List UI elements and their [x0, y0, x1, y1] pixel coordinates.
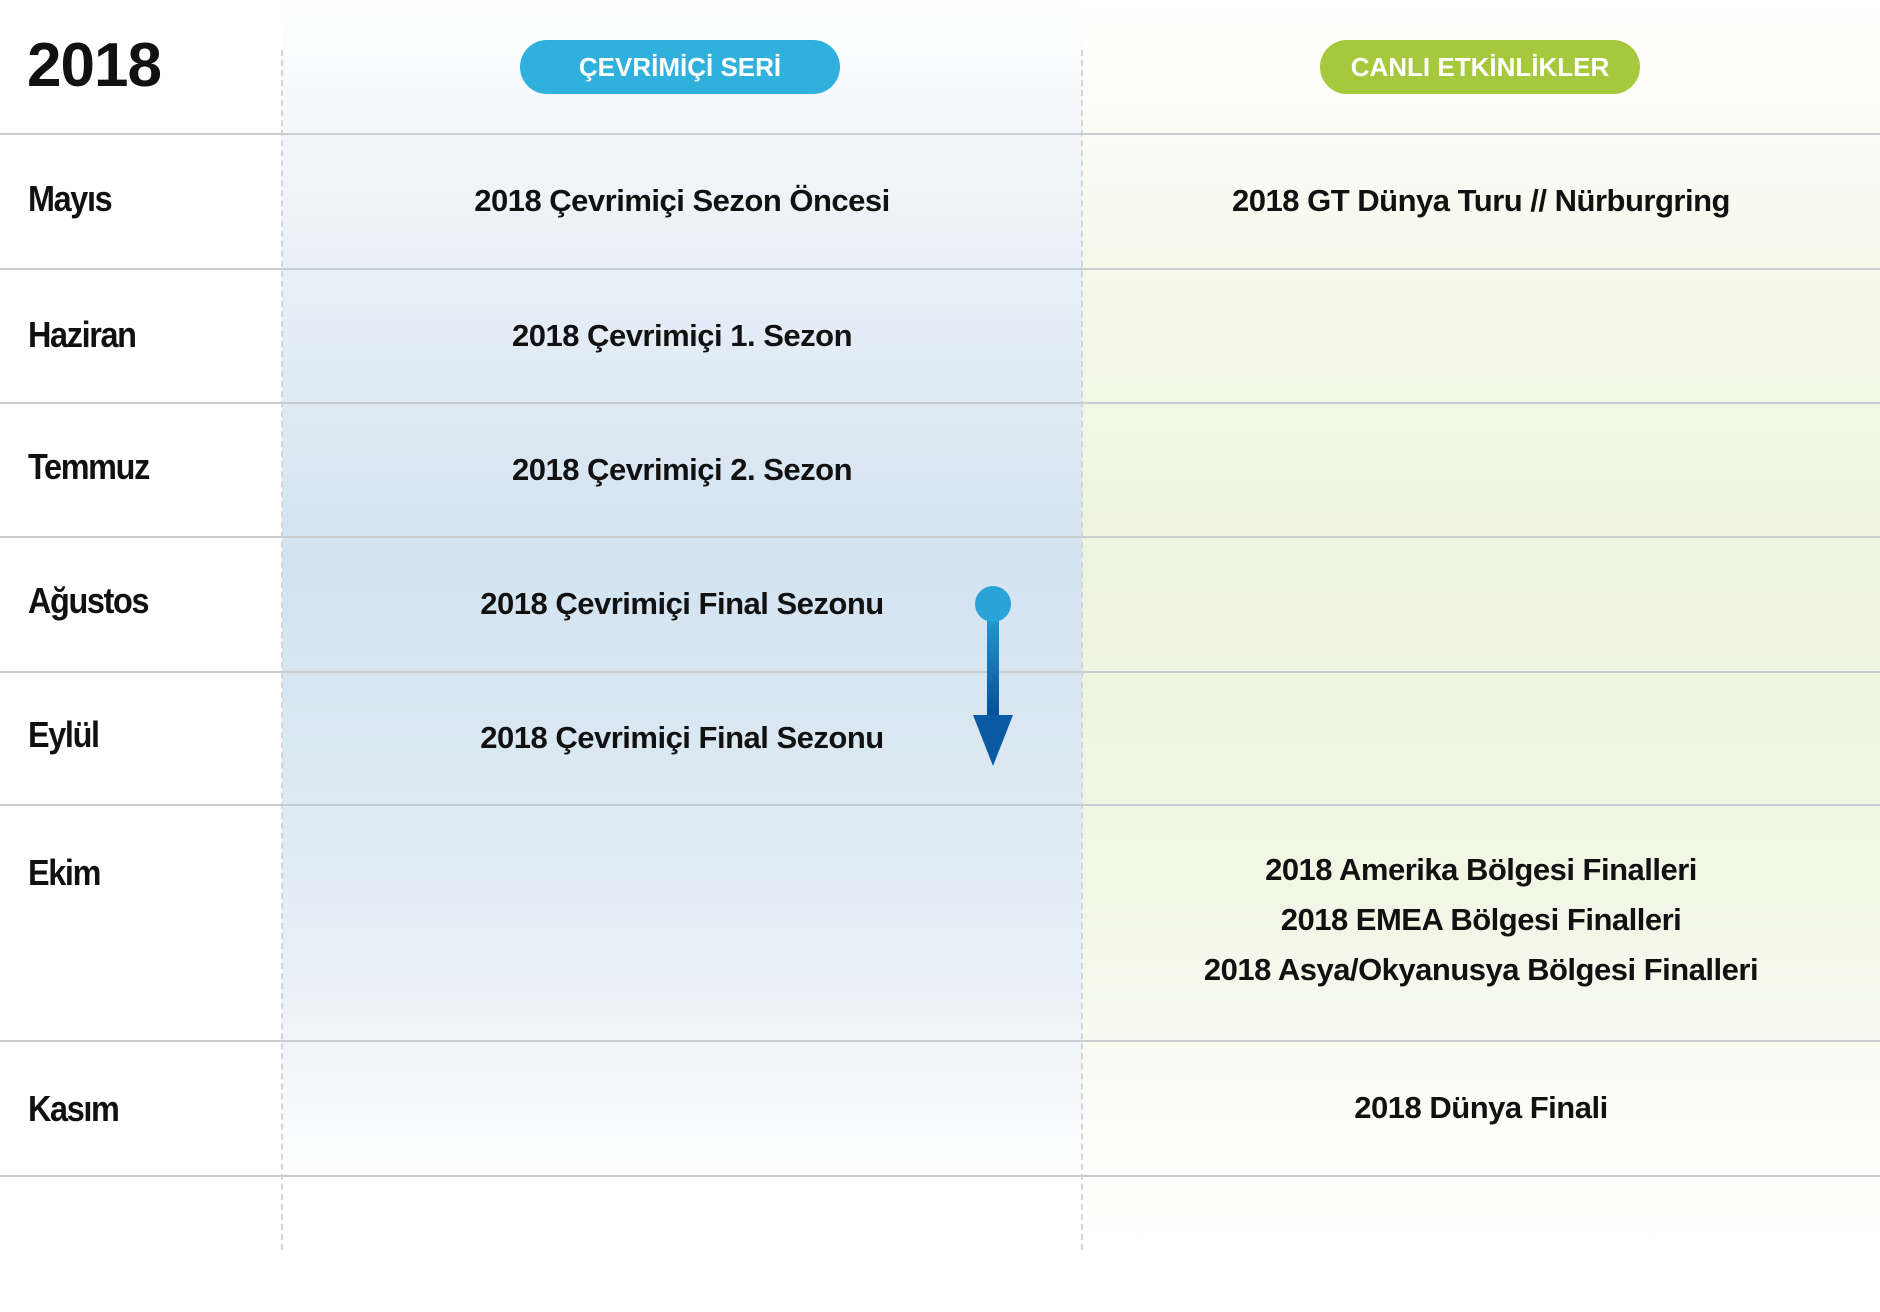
row-divider [0, 804, 1880, 806]
online-series-header: ÇEVRİMİÇİ SERİ [520, 40, 840, 94]
month-label: Mayıs [28, 178, 113, 219]
row-divider [0, 1175, 1880, 1177]
column-divider [281, 50, 283, 1250]
row-divider [0, 1040, 1880, 1042]
row-divider [0, 671, 1880, 673]
month-label: Kasım [28, 1088, 120, 1129]
continuation-arrow-icon [973, 586, 1013, 766]
live-event: 2018 GT Dünya Turu // Nürburgring [1232, 183, 1730, 218]
row-divider [0, 536, 1880, 538]
row-divider [0, 268, 1880, 270]
live-event: 2018 Amerika Bölgesi Finalleri [1265, 852, 1697, 887]
online-event: 2018 Çevrimiçi Final Sezonu [480, 720, 884, 755]
live-event: 2018 Asya/Okyanusya Bölgesi Finalleri [1203, 952, 1759, 987]
column-divider [1081, 50, 1083, 1250]
month-label: Eylül [28, 714, 100, 755]
month-label: Ağustos [28, 580, 149, 621]
month-label: Haziran [28, 314, 137, 355]
row-divider [0, 402, 1880, 404]
live-event: 2018 Dünya Finali [1354, 1090, 1608, 1125]
month-label: Temmuz [28, 446, 150, 487]
online-event: 2018 Çevrimiçi Sezon Öncesi [474, 183, 890, 218]
live-event: 2018 EMEA Bölgesi Finalleri [1280, 902, 1682, 937]
month-label: Ekim [28, 852, 101, 893]
year-title: 2018 [27, 31, 162, 100]
online-event: 2018 Çevrimiçi Final Sezonu [480, 586, 884, 621]
live-events-header: CANLI ETKİNLİKLER [1320, 40, 1640, 94]
row-divider [0, 133, 1880, 135]
online-event: 2018 Çevrimiçi 1. Sezon [511, 318, 853, 353]
online-event: 2018 Çevrimiçi 2. Sezon [511, 452, 853, 487]
